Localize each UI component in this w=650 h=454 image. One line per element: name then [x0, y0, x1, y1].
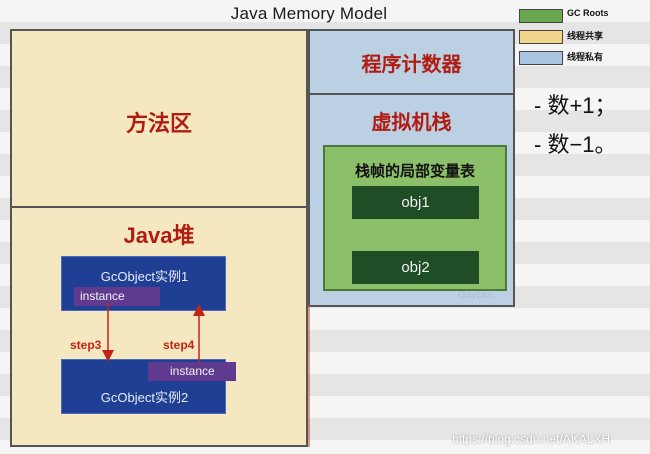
diagram-title: Java Memory Model [230, 4, 388, 23]
panel-divider [10, 206, 308, 208]
java-heap-label: Java堆 [123, 223, 195, 248]
obj1-slot: obj1 [352, 186, 479, 219]
legend-swatch-blue [519, 51, 563, 65]
legend-swatch-green [519, 9, 563, 23]
instance-field-2: instance [148, 362, 236, 381]
faint-watermark: Gaycan [458, 290, 493, 301]
legend-label: 线程私有 [567, 52, 604, 62]
method-area-label: 方法区 [125, 111, 192, 136]
program-counter-label: 程序计数器 [361, 54, 462, 76]
legend-label: 线程共享 [567, 31, 604, 41]
vm-stack-label: 虚拟机栈 [371, 112, 452, 134]
step3-label: step3 [70, 338, 102, 352]
instance-field-1: instance [74, 287, 160, 306]
stack-frame-label: 栈帧的局部变量表 [354, 163, 475, 180]
panel-divider [308, 93, 515, 95]
site-watermark: https://blog.csdn.net/AKALXH [452, 432, 611, 446]
side-note-increment: - 数+1； [534, 93, 617, 118]
obj2-slot: obj2 [352, 251, 479, 284]
edge-line [308, 305, 310, 447]
legend-swatch-yellow [519, 30, 563, 44]
heap-object-title: GcObject实例2 [100, 390, 189, 405]
legend-label: GC Roots [567, 8, 609, 18]
step4-label: step4 [163, 338, 195, 352]
side-note-decrement: - 数−1。 [534, 132, 617, 157]
heap-object-title: GcObject实例1 [100, 269, 189, 284]
